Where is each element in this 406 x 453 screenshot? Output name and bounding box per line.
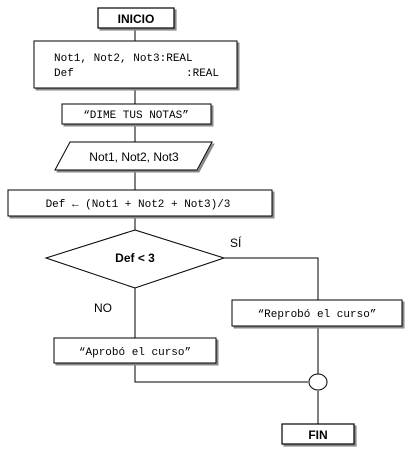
declarations-line-1: Not1, Not2, Not3:REAL	[54, 53, 193, 65]
merge-connector	[308, 373, 328, 391]
fail-output: “Reprobó el curso”	[231, 299, 403, 327]
prompt-text: “DIME TUS NOTAS”	[83, 110, 189, 122]
declarations-box	[33, 40, 238, 89]
decision-diamond	[44, 229, 226, 289]
end-box	[281, 423, 355, 445]
assignment-text: Def ← (Not1 + Not2 + Not3)/3	[46, 199, 231, 211]
decision-condition: Def < 3	[115, 251, 155, 265]
prompt-box	[61, 103, 212, 125]
assignment-box	[7, 189, 273, 217]
pass-output-box	[53, 337, 217, 364]
end-terminal: FIN	[281, 423, 355, 445]
input-block: Not1, Not2, Not3	[54, 141, 213, 171]
declarations-line-2-type: :REAL	[186, 68, 219, 80]
start-box	[97, 7, 175, 29]
declarations-block: Not1, Not2, Not3:REAL Def :REAL	[33, 40, 238, 89]
fail-output-text: “Reprobó el curso”	[258, 309, 377, 321]
input-text: Not1, Not2, Not3	[89, 150, 179, 164]
start-label: INICIO	[118, 12, 155, 26]
connector-lines	[134, 28, 319, 424]
end-label: FIN	[308, 428, 327, 442]
pass-output-text: “Aprobó el curso”	[79, 347, 191, 359]
pass-output: “Aprobó el curso”	[53, 337, 217, 364]
connector-pass-to-merge	[134, 363, 308, 383]
start-terminal: INICIO	[97, 7, 175, 29]
input-parallelogram	[54, 141, 213, 171]
connector-yes-branch	[224, 257, 319, 300]
prompt-output: “DIME TUS NOTAS”	[61, 103, 212, 125]
yes-branch-label: SÍ	[230, 235, 242, 250]
declarations-line-2-name: Def	[54, 68, 74, 80]
assignment-block: Def ← (Not1 + Not2 + Not3)/3	[7, 189, 273, 217]
no-branch-label: NO	[94, 301, 112, 315]
fail-output-box	[231, 299, 403, 327]
decision-block: Def < 3	[44, 229, 226, 289]
